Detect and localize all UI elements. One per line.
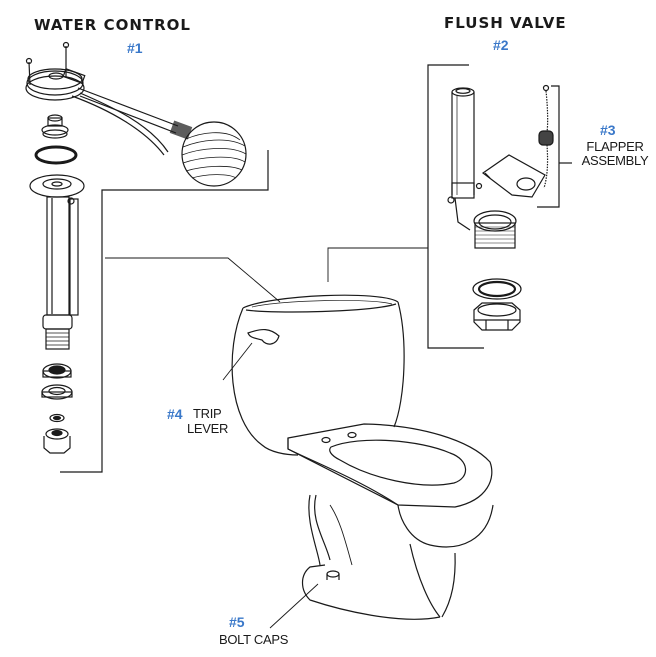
- water-control-bracket: [60, 150, 281, 473]
- leader-lines: [222, 342, 319, 629]
- flush-valve-bracket: [327, 64, 572, 349]
- bolt-caps-number: #5: [229, 614, 245, 630]
- flush-valve-title: FLUSH VALVE: [444, 14, 567, 32]
- trip-lever-leader: [222, 342, 253, 381]
- flapper-label-line-1: FLAPPER: [586, 139, 644, 154]
- flush-valve-number: #2: [493, 37, 509, 53]
- water-control-number: #1: [127, 40, 143, 56]
- trip-lever-label-line-2: LEVER: [187, 421, 229, 436]
- toilet-drawing: [231, 294, 494, 620]
- flapper-label-line-2: ASSEMBLY: [581, 153, 649, 168]
- bolt-caps-leader: [269, 583, 319, 629]
- flapper-assembly-number: #3: [600, 122, 616, 138]
- bolt-caps-label: BOLT CAPS: [219, 632, 289, 647]
- trip-lever-number: #4: [167, 406, 183, 422]
- flush-valve-parts: [447, 84, 554, 331]
- water-control-title: WATER CONTROL: [34, 16, 191, 34]
- trip-lever-label-line-1: TRIP: [193, 406, 222, 421]
- water-control-parts: [25, 41, 247, 454]
- flapper-assembly-label: FLAPPER ASSEMBLY: [577, 140, 653, 168]
